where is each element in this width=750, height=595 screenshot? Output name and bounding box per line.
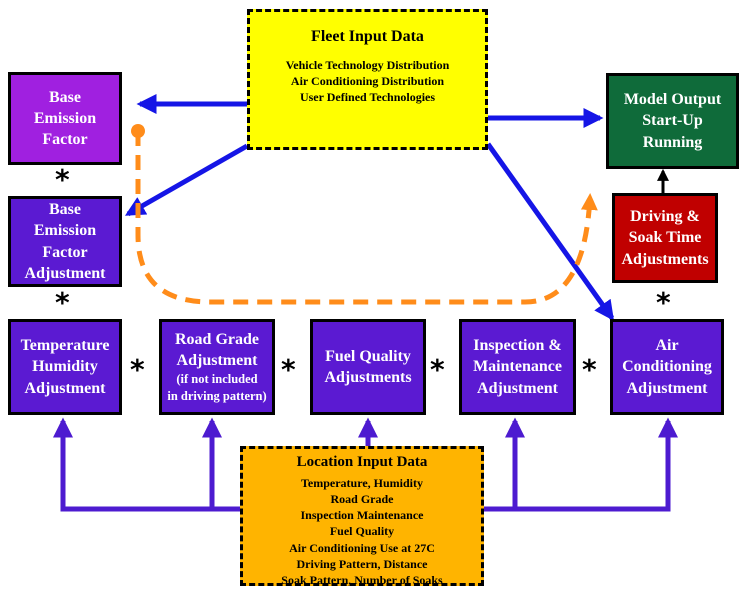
temperature-humidity-box: Temperature Humidity Adjustment bbox=[8, 319, 122, 415]
box-label: Running bbox=[642, 133, 703, 151]
box-label: Road Grade bbox=[175, 331, 259, 349]
box-label: Factor bbox=[42, 131, 88, 149]
operator-star: * bbox=[656, 286, 671, 319]
location-right-bus bbox=[484, 417, 678, 512]
fleet-input-line: Vehicle Technology Distribution bbox=[285, 58, 450, 73]
box-label: Adjustment bbox=[477, 379, 558, 397]
orange-dashed-loop bbox=[135, 131, 598, 305]
operator-star: * bbox=[582, 353, 597, 386]
location-input-line: Road Grade bbox=[330, 491, 394, 506]
box-label: Model Output bbox=[623, 91, 722, 109]
box-label: Base bbox=[49, 88, 81, 106]
base-emission-factor-box: Base Emission Factor bbox=[8, 72, 122, 165]
box-label: Air bbox=[655, 337, 679, 355]
box-label: Base bbox=[49, 201, 81, 219]
box-label: Emission bbox=[33, 109, 97, 127]
location-input-data-box: Location Input Data Temperature, Humidit… bbox=[240, 446, 484, 587]
location-input-line: Temperature, Humidity bbox=[301, 475, 423, 490]
location-input-line: Driving Pattern, Distance bbox=[296, 556, 428, 571]
box-label: Adjustment bbox=[24, 379, 106, 397]
box-label: Driving & bbox=[630, 208, 700, 226]
operator-star: * bbox=[55, 163, 70, 196]
box-label: Conditioning bbox=[622, 358, 712, 376]
operator-star: * bbox=[130, 353, 145, 386]
inspection-maintenance-box: Inspection & Maintenance Adjustment bbox=[459, 319, 576, 415]
box-label: Start-Up bbox=[642, 112, 703, 130]
road-grade-box: Road Grade Adjustment (if not included i… bbox=[159, 319, 275, 415]
box-label: Emission bbox=[33, 222, 97, 240]
box-label: Maintenance bbox=[473, 358, 562, 376]
fleet-input-data-box: Fleet Input Data Vehicle Technology Dist… bbox=[247, 9, 488, 150]
box-label: Fuel Quality bbox=[325, 347, 411, 365]
driving-soak-time-box: Driving & Soak Time Adjustments bbox=[612, 193, 718, 283]
model-output-box: Model Output Start-Up Running bbox=[606, 73, 739, 169]
box-label: Temperature bbox=[20, 337, 110, 355]
location-input-line: Air Conditioning Use at 27C bbox=[289, 540, 435, 555]
location-input-line: Soak Pattern, Number of Soaks bbox=[281, 572, 443, 587]
box-label: Humidity bbox=[32, 358, 98, 376]
box-label: Adjustments bbox=[621, 250, 709, 268]
location-left-bus bbox=[53, 417, 240, 512]
box-note: (if not included bbox=[176, 372, 258, 387]
box-note: in driving pattern) bbox=[167, 389, 267, 404]
location-input-line: Fuel Quality bbox=[329, 524, 395, 539]
box-label: Factor bbox=[42, 243, 88, 261]
arrow-fleet-to-base-adjustment bbox=[124, 143, 249, 217]
box-label: Adjustments bbox=[324, 369, 412, 386]
operator-star: * bbox=[281, 353, 296, 386]
box-label: Inspection & bbox=[473, 337, 562, 355]
location-input-title: Location Input Data bbox=[296, 454, 428, 470]
box-label: Adjustment bbox=[176, 352, 258, 370]
arrow-fleet-to-air-conditioning bbox=[485, 142, 615, 321]
base-emission-factor-adjustment-box: Base Emission Factor Adjustment bbox=[8, 196, 122, 287]
fleet-input-line: Air Conditioning Distribution bbox=[290, 74, 445, 89]
box-label: Adjustment bbox=[24, 264, 106, 282]
operator-star: * bbox=[430, 353, 445, 386]
air-conditioning-box: Air Conditioning Adjustment bbox=[610, 319, 724, 415]
box-label: Adjustment bbox=[626, 379, 708, 397]
operator-star: * bbox=[55, 286, 70, 319]
box-label: Soak Time bbox=[628, 229, 702, 247]
fleet-input-title: Fleet Input Data bbox=[311, 28, 424, 45]
fleet-input-line: User Defined Technologies bbox=[299, 90, 436, 105]
fuel-quality-box: Fuel Quality Adjustments bbox=[310, 319, 426, 415]
location-input-line: Inspection Maintenance bbox=[300, 508, 424, 523]
